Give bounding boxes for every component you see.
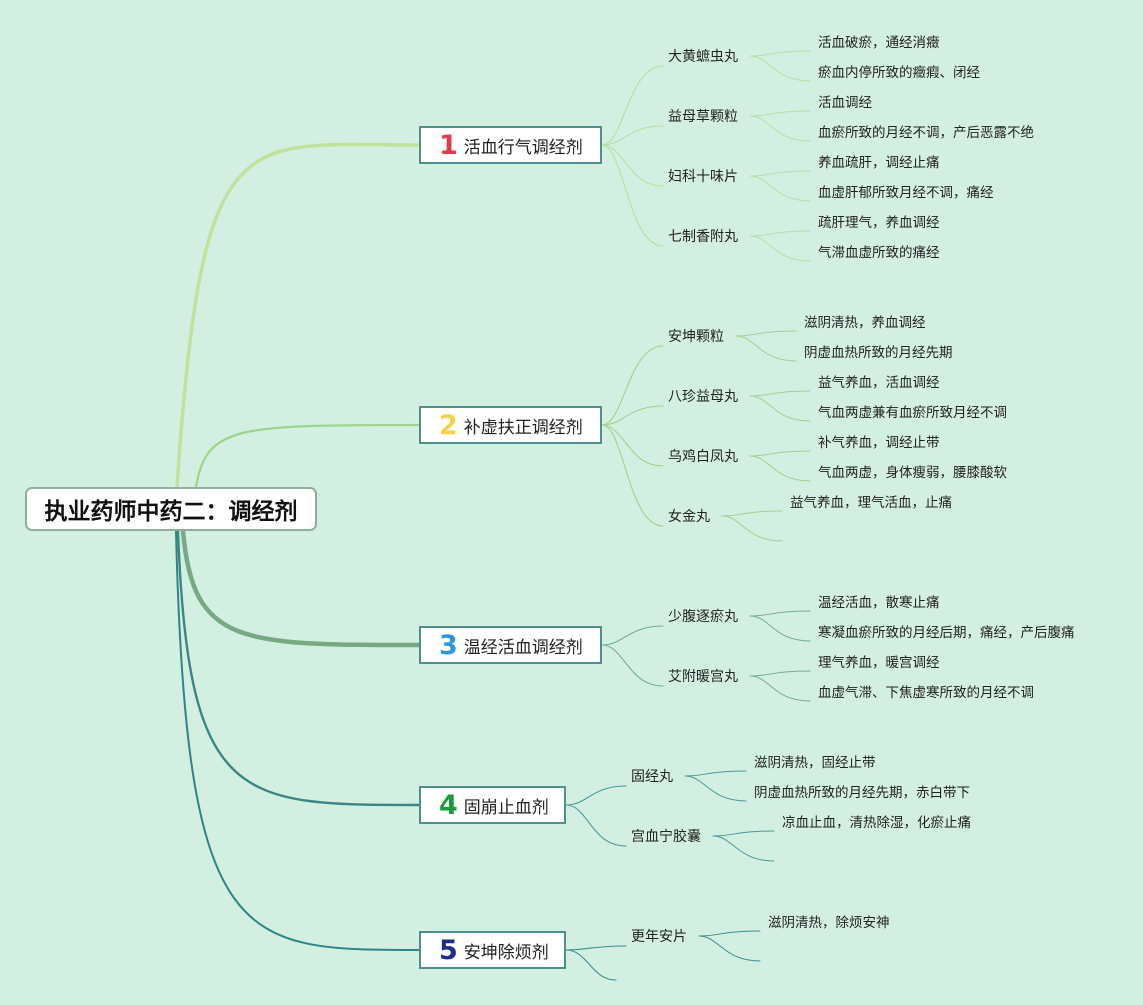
medicine-branch-line <box>601 65 664 146</box>
effect-node: 血虚气滞、下焦虚寒所致的月经不调 <box>818 685 1034 701</box>
effect-node: 瘀血内停所致的癥瘕、闭经 <box>818 65 980 81</box>
effect-branch-line <box>749 115 811 142</box>
effect-branch-line <box>698 935 761 962</box>
effect-node: 气血两虚兼有血瘀所致月经不调 <box>818 405 1007 421</box>
effect-node: 活血调经 <box>818 95 872 111</box>
effect-branch-line <box>712 835 775 862</box>
effect-node: 阴虚血热所致的月经先期，赤白带下 <box>754 785 970 801</box>
effect-branch-line <box>749 455 811 482</box>
effect-branch-line <box>749 50 811 57</box>
effect-branch-line <box>749 235 811 262</box>
medicine-node[interactable]: 艾附暖宫丸 <box>668 669 738 685</box>
effect-node: 补气养血，调经止带 <box>818 435 940 451</box>
category-label: 温经活血调经剂 <box>463 637 583 658</box>
category-label: 活血行气调经剂 <box>463 137 583 158</box>
effect-branch-line <box>749 110 811 117</box>
root-title: 执业药师中药二：调经剂 <box>44 499 298 525</box>
effect-branch-line <box>749 170 811 177</box>
effect-branch-line <box>684 770 747 777</box>
effect-node: 滋阴清热，固经止带 <box>754 755 876 771</box>
category-number-badge: 1 <box>439 129 458 161</box>
root-branch-line <box>175 530 420 951</box>
medicine-branch-line <box>601 424 664 527</box>
effect-branch-line <box>735 335 797 362</box>
effect-node: 益气养血，活血调经 <box>818 375 940 391</box>
medicine-node[interactable]: 女金丸 <box>668 509 710 525</box>
medicine-node[interactable]: 七制香附丸 <box>668 229 738 245</box>
effect-node: 血虚肝郁所致月经不调，痛经 <box>818 185 994 201</box>
effect-branch-line <box>749 450 811 457</box>
category-number-badge: 2 <box>439 409 458 441</box>
medicine-node[interactable]: 少腹逐瘀丸 <box>668 609 738 625</box>
category-number-badge: 4 <box>439 789 458 821</box>
effect-node: 活血破瘀，通经消癥 <box>818 35 940 51</box>
effect-node: 气血两虚，身体瘦弱，腰膝酸软 <box>818 465 1007 481</box>
effect-branch-line <box>749 390 811 397</box>
medicine-node[interactable]: 益母草颗粒 <box>668 109 738 125</box>
effect-branch-line <box>749 670 811 677</box>
medicine-branch-line <box>601 144 664 247</box>
effect-node: 益气养血，理气活血，止痛 <box>790 495 952 511</box>
medicine-node[interactable]: 安坤颗粒 <box>668 329 724 345</box>
medicine-node[interactable]: 固经丸 <box>631 769 673 785</box>
category-label: 固崩止血剂 <box>463 797 549 818</box>
effect-branch-line <box>721 515 783 542</box>
effect-branch-line <box>749 175 811 202</box>
effect-node: 滋阴清热，除烦安神 <box>768 915 890 931</box>
medicine-branch-line <box>601 424 664 467</box>
medicine-node[interactable]: 宫血宁胶囊 <box>631 829 701 845</box>
effect-node: 寒凝血瘀所致的月经后期，痛经，产后腹痛 <box>818 625 1075 641</box>
medicine-branch-line <box>601 625 664 646</box>
effect-node: 阴虚血热所致的月经先期 <box>804 345 953 361</box>
medicine-node[interactable]: 八珍益母丸 <box>668 389 738 405</box>
medicine-branch-line <box>565 945 627 951</box>
medicine-branch-line <box>565 785 627 806</box>
category-number-badge: 3 <box>439 629 458 661</box>
root-branch-line <box>176 529 421 807</box>
effect-branch-line <box>684 775 747 802</box>
medicine-node[interactable]: 乌鸡白凤丸 <box>668 449 738 465</box>
medicine-branch-line <box>601 144 664 187</box>
root-branch-line <box>180 528 422 648</box>
category-number-badge: 5 <box>439 934 458 966</box>
effect-branch-line <box>749 55 811 82</box>
root-topic[interactable]: 执业药师中药二：调经剂 <box>25 487 317 531</box>
category-label: 安坤除烦剂 <box>463 942 549 963</box>
effect-branch-line <box>712 830 775 837</box>
medicine-branch-line <box>565 804 627 847</box>
medicine-node[interactable]: 妇科十味片 <box>668 169 738 185</box>
effect-branch-line <box>749 395 811 422</box>
medicine-branch-line <box>565 949 617 981</box>
effect-branch-line <box>735 330 797 337</box>
effect-branch-line <box>749 230 811 237</box>
category-label: 补虚扶正调经剂 <box>463 417 583 438</box>
effect-node: 温经活血，散寒止痛 <box>818 595 940 611</box>
effect-node: 疏肝理气，养血调经 <box>818 215 940 231</box>
effect-branch-line <box>749 675 811 702</box>
effect-node: 血瘀所致的月经不调，产后恶露不绝 <box>818 125 1034 141</box>
effect-node: 凉血止血，清热除湿，化瘀止痛 <box>782 815 971 831</box>
root-branch-line <box>175 142 421 489</box>
effect-branch-line <box>721 510 783 517</box>
effect-node: 养血疏肝，调经止痛 <box>818 155 940 171</box>
root-branch-line <box>194 423 421 489</box>
medicine-branch-line <box>601 644 664 687</box>
medicine-node[interactable]: 更年安片 <box>631 929 687 945</box>
medicine-branch-line <box>601 345 664 426</box>
effect-branch-line <box>749 610 811 617</box>
medicine-branch-line <box>601 125 664 146</box>
effect-branch-line <box>698 930 761 937</box>
medicine-branch-line <box>601 405 664 426</box>
effect-node: 气滞血虚所致的痛经 <box>818 245 940 261</box>
effect-branch-line <box>749 615 811 642</box>
effect-node: 滋阴清热，养血调经 <box>804 315 926 331</box>
medicine-node[interactable]: 大黄蟅虫丸 <box>668 49 738 65</box>
effect-node: 理气养血，暖宫调经 <box>818 655 940 671</box>
